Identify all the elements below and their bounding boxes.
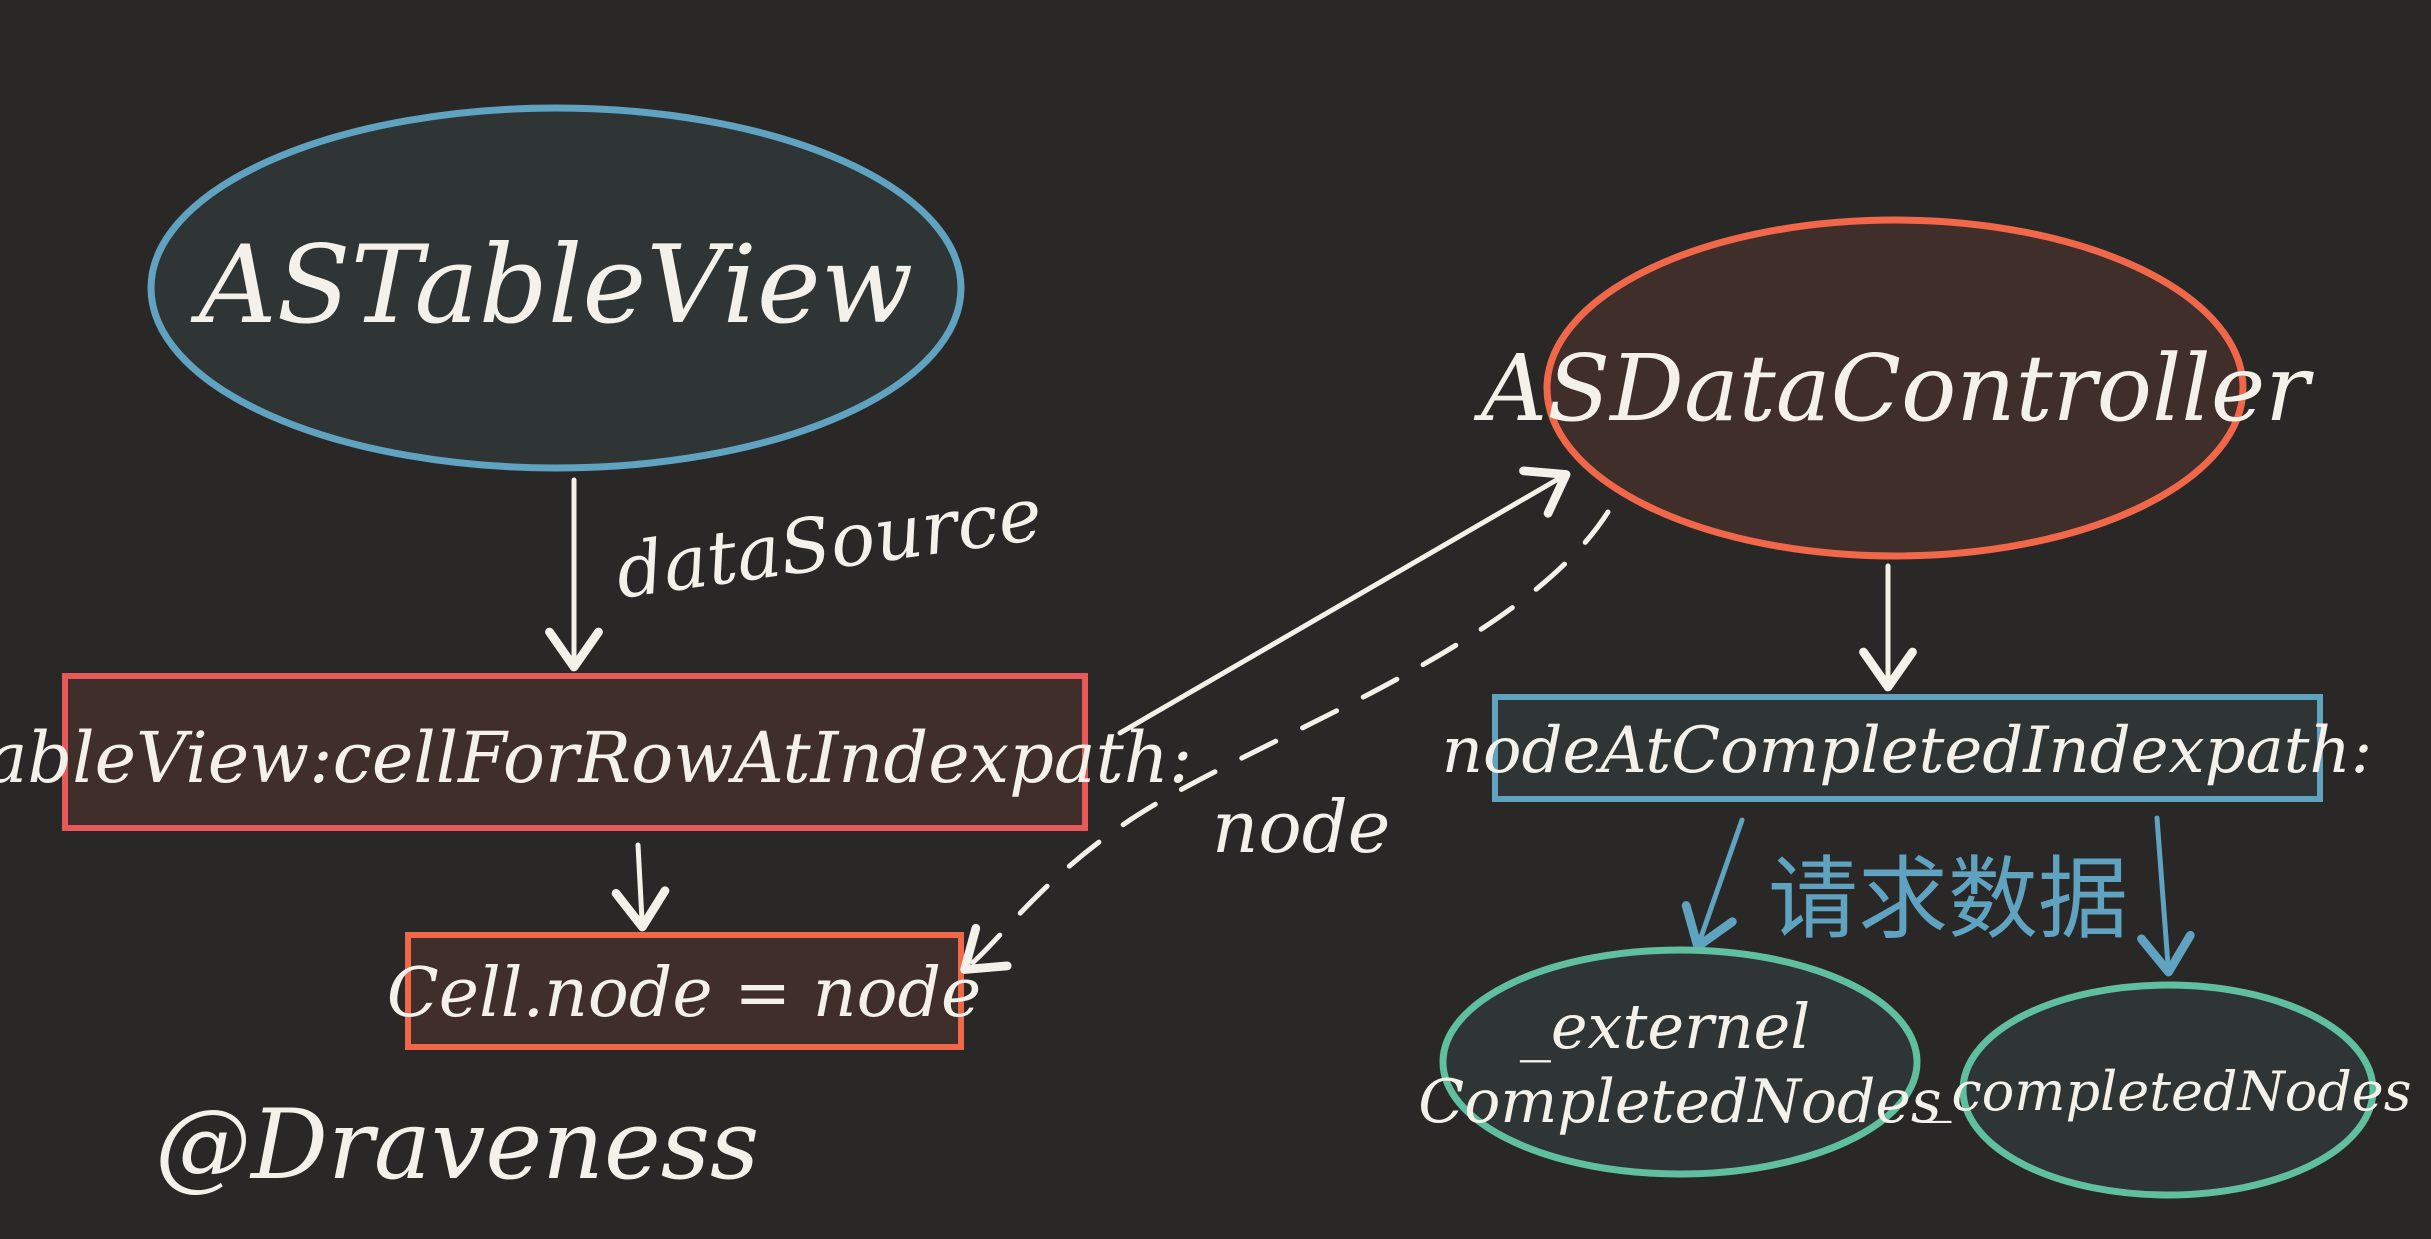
cell-for-row-node: tableView:cellForRowAtIndexpath:	[0, 673, 1192, 831]
asdatacontroller-label: ASDataController	[1473, 335, 2315, 442]
request-data-arrow-right	[2137, 815, 2195, 977]
request-data-arrow-left	[1681, 817, 1745, 951]
edge-request-data: 请求数据	[1681, 815, 2195, 977]
asdatacontroller-ellipse	[1543, 216, 2247, 560]
cellnode-node: Cell.node = node	[387, 932, 982, 1050]
node-at-completed-label: nodeAtCompletedIndexpath:	[1442, 714, 2373, 788]
external-completed-node: _externel CompletedNodes	[1418, 946, 1942, 1178]
node-at-completed-box	[1492, 694, 2323, 802]
cell-for-row-label: tableView:cellForRowAtIndexpath:	[0, 717, 1192, 799]
external-completed-label-line2: CompletedNodes	[1418, 1067, 1941, 1137]
astableview-label: ASTableView	[190, 223, 914, 348]
node-return-label: node	[1212, 785, 1390, 869]
cellnode-box	[405, 932, 964, 1050]
cell-for-row-to-datacontroller-arrow	[1117, 466, 1571, 736]
completed-nodes-ellipse	[1959, 981, 2377, 1199]
node-return-dashed-arrow	[960, 509, 1611, 974]
request-data-label: 请求数据	[1768, 847, 2128, 952]
node-at-completed-node: nodeAtCompletedIndexpath:	[1442, 694, 2373, 802]
signature: @Draveness	[155, 1089, 759, 1201]
edge-datasource: dataSource	[545, 471, 1048, 672]
completed-nodes-label: _completedNodes	[1925, 1060, 2412, 1123]
astableview-node: ASTableView	[147, 104, 965, 472]
cellnode-label: Cell.node = node	[387, 954, 982, 1033]
datasource-label: dataSource	[611, 471, 1048, 616]
cell-for-row-box	[62, 673, 1088, 831]
external-completed-ellipse	[1439, 946, 1921, 1178]
asdatacontroller-node: ASDataController	[1473, 216, 2315, 560]
cell-for-row-to-cellnode-arrow	[611, 842, 670, 932]
completed-nodes-node: _completedNodes	[1925, 981, 2412, 1199]
external-completed-label-line1: _externel	[1520, 990, 1810, 1063]
astableview-ellipse	[147, 104, 965, 472]
edge-node-return: node	[960, 509, 1611, 974]
